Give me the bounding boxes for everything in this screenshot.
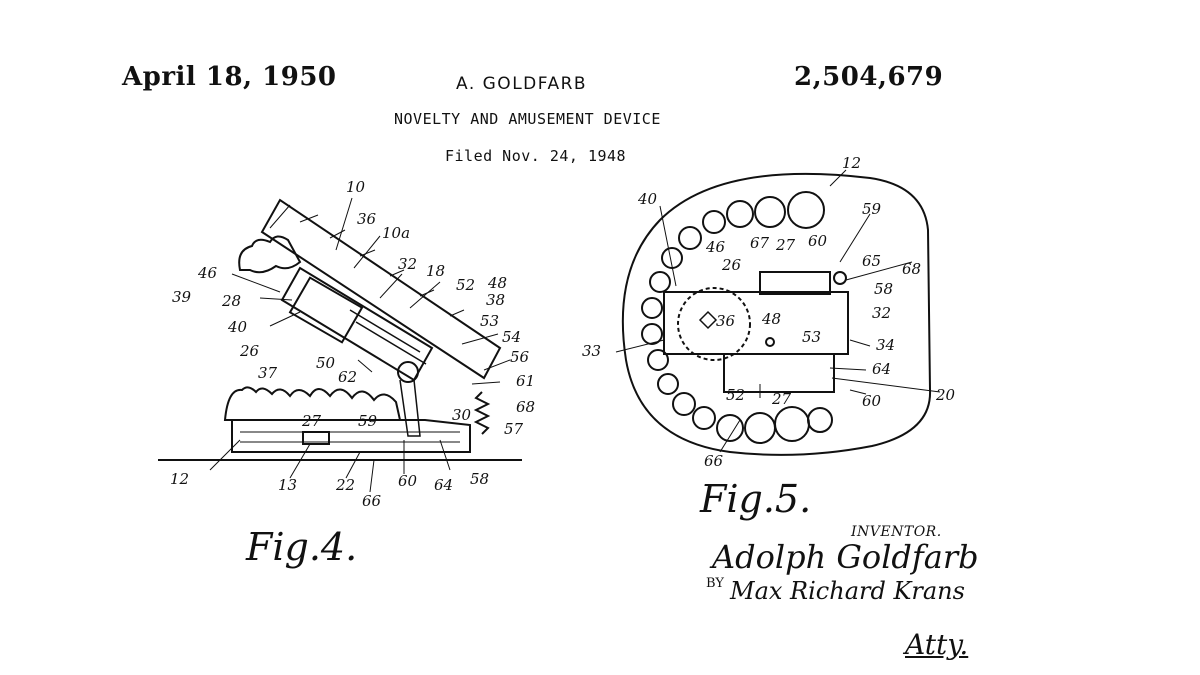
fig4-label: Fig.4. bbox=[245, 525, 357, 569]
svg-text:33: 33 bbox=[582, 342, 601, 360]
svg-text:46: 46 bbox=[197, 264, 218, 282]
svg-text:53: 53 bbox=[480, 312, 499, 330]
svg-text:40: 40 bbox=[227, 318, 248, 336]
svg-text:67: 67 bbox=[750, 234, 770, 252]
attorney-signature: Max Richard Krans bbox=[730, 577, 965, 605]
fig5-lower-bracket bbox=[723, 353, 835, 393]
svg-text:50: 50 bbox=[316, 354, 336, 372]
fig5-reference-numerals: 12 40 59 46 67 27 60 26 65 68 58 36 48 3… bbox=[582, 154, 956, 470]
svg-text:54: 54 bbox=[502, 328, 521, 346]
svg-text:59: 59 bbox=[862, 200, 882, 218]
svg-text:12: 12 bbox=[842, 154, 861, 172]
svg-text:39: 39 bbox=[172, 288, 192, 306]
fig4-pivot bbox=[397, 361, 419, 383]
svg-text:61: 61 bbox=[516, 372, 535, 390]
svg-text:27: 27 bbox=[301, 412, 322, 430]
fig5-label: Fig.5. bbox=[699, 477, 811, 521]
svg-text:38: 38 bbox=[486, 291, 505, 309]
svg-text:27: 27 bbox=[771, 390, 792, 408]
svg-text:59: 59 bbox=[358, 412, 378, 430]
patent-title: NOVELTY AND AMUSEMENT DEVICE bbox=[394, 110, 661, 128]
fig4-housing bbox=[280, 266, 434, 382]
svg-text:68: 68 bbox=[516, 398, 535, 416]
svg-text:30: 30 bbox=[452, 406, 472, 424]
attorney-label: Atty. bbox=[905, 628, 969, 661]
svg-text:60: 60 bbox=[398, 472, 418, 490]
svg-text:66: 66 bbox=[362, 492, 382, 510]
svg-text:37: 37 bbox=[258, 364, 278, 382]
svg-text:10: 10 bbox=[346, 178, 366, 196]
fig5-gear bbox=[677, 287, 751, 361]
svg-text:28: 28 bbox=[221, 292, 241, 310]
svg-text:64: 64 bbox=[434, 476, 453, 494]
svg-text:58: 58 bbox=[470, 470, 489, 488]
fig5-screw bbox=[833, 271, 847, 285]
svg-text:20: 20 bbox=[935, 386, 956, 404]
inventor-heading: A. GOLDFARB bbox=[456, 74, 588, 94]
svg-text:52: 52 bbox=[456, 276, 475, 294]
svg-text:32: 32 bbox=[398, 255, 417, 273]
fig4-spring bbox=[473, 391, 491, 435]
fig4-lower-teeth bbox=[223, 386, 402, 421]
svg-text:57: 57 bbox=[504, 420, 524, 438]
filed-date: Filed Nov. 24, 1948 bbox=[445, 147, 627, 165]
svg-text:56: 56 bbox=[510, 348, 530, 366]
svg-text:64: 64 bbox=[872, 360, 891, 378]
svg-text:10a: 10a bbox=[382, 224, 410, 242]
inventor-label: INVENTOR. bbox=[851, 524, 942, 540]
svg-text:12: 12 bbox=[170, 470, 189, 488]
svg-text:66: 66 bbox=[704, 452, 724, 470]
svg-text:48: 48 bbox=[487, 274, 507, 292]
svg-text:36: 36 bbox=[357, 210, 377, 228]
svg-text:34: 34 bbox=[876, 336, 895, 354]
svg-text:22: 22 bbox=[335, 476, 355, 494]
svg-text:13: 13 bbox=[278, 476, 297, 494]
svg-text:32: 32 bbox=[872, 304, 891, 322]
svg-text:60: 60 bbox=[862, 392, 882, 410]
svg-text:53: 53 bbox=[802, 328, 821, 346]
patent-number: 2,504,679 bbox=[794, 62, 944, 92]
by-label: BY bbox=[706, 576, 724, 591]
fig5-teeth-arch bbox=[641, 191, 833, 444]
svg-text:62: 62 bbox=[338, 368, 357, 386]
fig4-upper-plate bbox=[260, 198, 502, 380]
svg-text:18: 18 bbox=[426, 262, 445, 280]
svg-text:48: 48 bbox=[761, 310, 781, 328]
svg-text:36: 36 bbox=[716, 312, 736, 330]
svg-text:26: 26 bbox=[239, 342, 260, 360]
fig5-upper-bracket bbox=[759, 271, 831, 295]
patent-date: April 18, 1950 bbox=[122, 62, 337, 92]
fig4-motor bbox=[288, 276, 364, 344]
fig5-plate-outline bbox=[621, 172, 932, 456]
svg-text:46: 46 bbox=[705, 238, 726, 256]
svg-text:68: 68 bbox=[902, 260, 921, 278]
fig4-upper-teeth bbox=[238, 235, 302, 274]
svg-text:65: 65 bbox=[862, 252, 881, 270]
fig4-switch bbox=[302, 431, 330, 445]
svg-text:52: 52 bbox=[726, 386, 745, 404]
svg-text:58: 58 bbox=[874, 280, 893, 298]
svg-text:26: 26 bbox=[721, 256, 742, 274]
fig4-reference-numerals: 10 36 10a 32 18 52 48 38 46 39 28 40 53 … bbox=[170, 178, 535, 510]
svg-text:60: 60 bbox=[808, 232, 828, 250]
svg-text:40: 40 bbox=[637, 190, 658, 208]
svg-text:27: 27 bbox=[775, 236, 796, 254]
inventor-signature: Adolph Goldfarb bbox=[712, 538, 979, 576]
